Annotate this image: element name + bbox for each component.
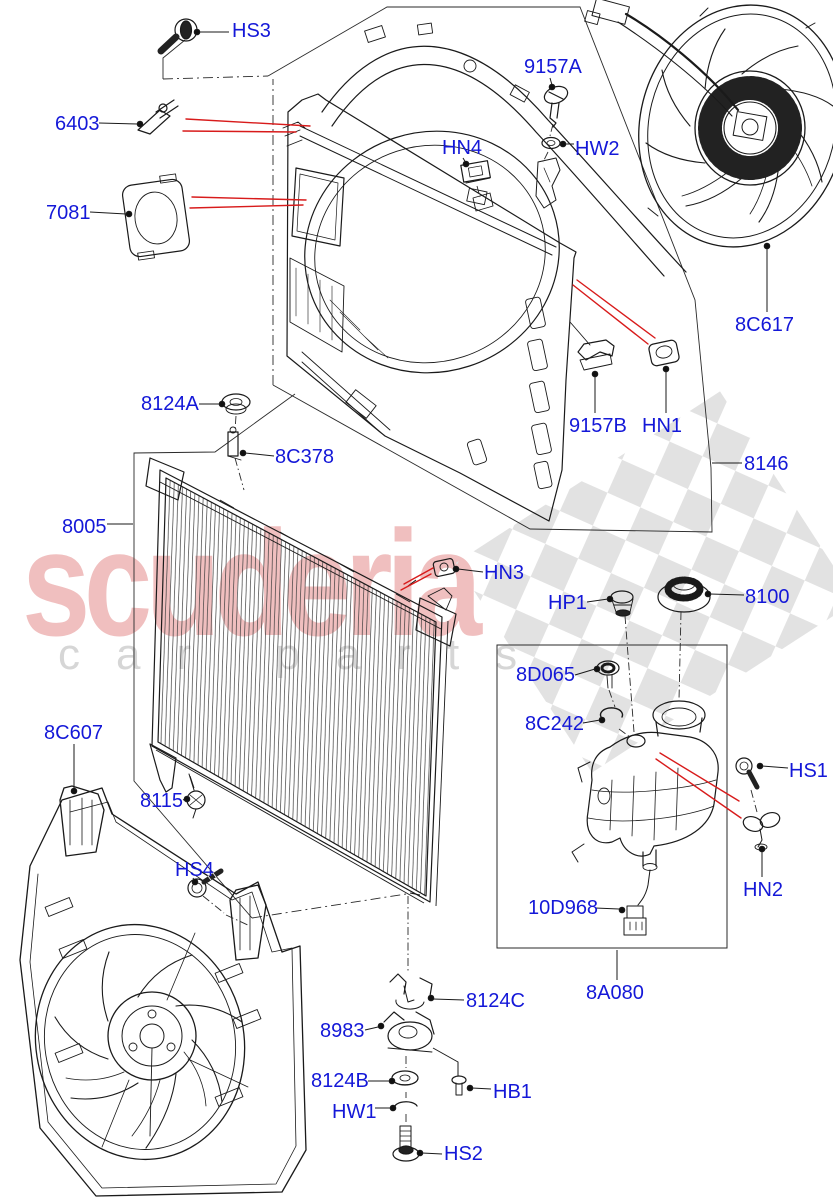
part-label-8100[interactable]: 8100 — [745, 586, 790, 608]
part-label-hp1[interactable]: HP1 — [548, 592, 587, 614]
part-label-9157a[interactable]: 9157A — [524, 56, 582, 78]
part-label-10d968[interactable]: 10D968 — [528, 897, 599, 919]
drawing-8100-cap — [657, 576, 711, 613]
part-label-7081[interactable]: 7081 — [46, 202, 91, 224]
drawing-8124a-bush — [221, 393, 251, 415]
expansion-tank-drawing — [571, 700, 719, 936]
part-label-hs2[interactable]: HS2 — [444, 1143, 483, 1165]
watermark-checkered-flag — [455, 391, 833, 773]
part-label-8a080[interactable]: 8A080 — [586, 982, 644, 1004]
drawing-hn2-clip — [742, 811, 781, 851]
drawing-8983-mount — [383, 1011, 435, 1053]
drawing-hn4-nut — [460, 160, 491, 184]
red-position-lines — [182, 118, 742, 819]
drawing-8115-plug — [186, 773, 206, 819]
part-label-8c378[interactable]: 8C378 — [275, 446, 334, 468]
radiator-drawing — [145, 457, 457, 907]
drawing-hs2-bolt — [392, 1125, 420, 1162]
drawing-6403-clip — [137, 99, 179, 135]
part-label-8115[interactable]: 8115 — [140, 790, 184, 812]
part-label-8005[interactable]: 8005 — [62, 516, 107, 538]
drawing-8124b-washer — [391, 1070, 419, 1086]
drawing-8c378-bracket — [227, 426, 242, 461]
part-label-8983[interactable]: 8983 — [320, 1020, 365, 1042]
part-label-8c242[interactable]: 8C242 — [525, 713, 584, 735]
drawing-hn1-nut — [648, 339, 680, 367]
part-label-8c607[interactable]: 8C607 — [44, 722, 103, 744]
part-label-6403[interactable]: 6403 — [55, 113, 100, 135]
drawing-hs3-pin — [157, 18, 198, 55]
auxiliary-fan-drawing — [19, 785, 307, 1197]
drawing-hp1-plug — [610, 590, 634, 617]
drawing-hs1-screw — [735, 757, 760, 790]
part-label-8c617[interactable]: 8C617 — [735, 314, 794, 336]
engine-fan-drawing — [584, 0, 833, 248]
drawing-hb1-bolt — [451, 1075, 467, 1096]
drawing-hn3-nut — [432, 558, 456, 577]
part-label-8146[interactable]: 8146 — [744, 453, 789, 475]
part-label-hw2[interactable]: HW2 — [575, 138, 620, 160]
part-label-hb1[interactable]: HB1 — [493, 1081, 532, 1103]
drawing-hw2-washer — [541, 136, 561, 150]
drawing-9157b-clip — [569, 321, 615, 371]
part-label-hs1[interactable]: HS1 — [789, 760, 828, 782]
assembly-axis-lines — [202, 123, 758, 1122]
part-label-8d065[interactable]: 8D065 — [516, 664, 575, 686]
drawing-9157a-screw — [543, 85, 569, 128]
part-label-8124c[interactable]: 8124C — [466, 990, 525, 1012]
part-label-9157b[interactable]: 9157B — [569, 415, 627, 437]
drawing-7081-cover — [121, 173, 191, 261]
group-boundary-lines — [133, 6, 728, 949]
part-label-hs3[interactable]: HS3 — [232, 20, 271, 42]
leader-lines — [70, 28, 789, 1157]
fastener-drawings — [121, 18, 781, 1162]
part-label-hn2[interactable]: HN2 — [743, 879, 784, 901]
part-label-8124b[interactable]: 8124B — [311, 1070, 369, 1092]
part-label-hw1[interactable]: HW1 — [332, 1101, 377, 1123]
drawing-8124c-mount — [389, 973, 433, 1010]
drawing-8c242-clip — [599, 707, 624, 721]
part-label-8124a[interactable]: 8124A — [141, 393, 199, 415]
drawing-hw1-washer — [393, 1101, 418, 1110]
part-label-hs4[interactable]: HS4 — [175, 859, 214, 881]
drawing-hs4-bolt — [187, 868, 224, 898]
part-label-hn3[interactable]: HN3 — [484, 562, 525, 584]
fan-shroud-drawing — [282, 22, 687, 522]
part-label-hn1[interactable]: HN1 — [642, 415, 683, 437]
part-label-hn4[interactable]: HN4 — [442, 137, 483, 159]
